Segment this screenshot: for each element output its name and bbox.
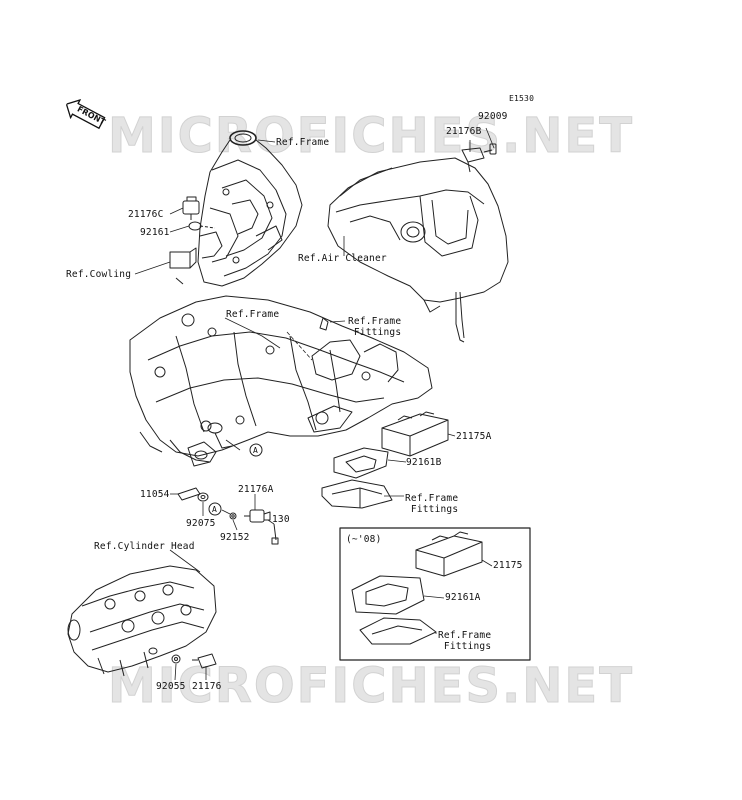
label-21176c: 21176C — [128, 209, 164, 220]
label-21175: 21175 — [493, 560, 523, 571]
label-21175a: 21175A — [456, 431, 492, 442]
diagram-code: E1530 — [509, 94, 535, 103]
label-ref-frame-fittings-3: Ref.Frame Fittings — [438, 630, 492, 652]
label-21176a: 21176A — [238, 484, 274, 495]
label-92161b: 92161B — [406, 457, 442, 468]
label-ref-cowling: Ref.Cowling — [66, 269, 132, 280]
air-cleaner-drawing — [327, 143, 509, 343]
callout-a-circle-2 — [208, 502, 222, 516]
watermark-top: MICROFICHES.NET — [108, 108, 634, 165]
ecu-21175a-drawing — [321, 411, 449, 509]
front-arrow-icon: FRONT — [61, 94, 108, 133]
callout-a-label-2: A — [212, 505, 218, 514]
label-ref-cylinder-head: Ref.Cylinder Head — [94, 541, 195, 552]
label-130: 130 — [272, 514, 290, 525]
label-ref-frame-top: Ref.Frame — [276, 137, 330, 148]
label-ref-frame-fittings-2: Ref.Frame Fittings — [405, 493, 459, 515]
label-ref-frame-fittings-1: Ref.Frame Fittings — [348, 316, 402, 338]
upper-frame-drawing — [197, 130, 303, 287]
small-parts-drawing — [177, 487, 279, 545]
label-92161a: 92161A — [445, 592, 481, 603]
label-92152: 92152 — [220, 532, 250, 543]
label-92009: 92009 — [478, 111, 508, 122]
main-frame-drawing — [129, 295, 433, 467]
sensor-21176c-drawing — [169, 196, 216, 285]
label-ref-frame-mid: Ref.Frame — [226, 309, 280, 320]
label-ref-air-cleaner: Ref.Air Cleaner — [298, 253, 387, 264]
label-92161: 92161 — [140, 227, 170, 238]
label-11054: 11054 — [140, 489, 170, 500]
inset-box — [339, 527, 531, 661]
callout-a-label-1: A — [253, 446, 259, 455]
label-92075: 92075 — [186, 518, 216, 529]
inset-note: (~'08) — [346, 534, 382, 545]
cylinder-head-drawing — [67, 565, 217, 677]
inset-parts-drawing — [351, 531, 483, 645]
label-21176: 21176 — [192, 681, 222, 692]
callout-a-circle-1 — [249, 443, 263, 457]
leader-lines — [134, 127, 495, 681]
label-21176b: 21176B — [446, 126, 482, 137]
label-92055: 92055 — [156, 681, 186, 692]
watermark-bottom: MICROFICHES.NET — [108, 658, 634, 715]
